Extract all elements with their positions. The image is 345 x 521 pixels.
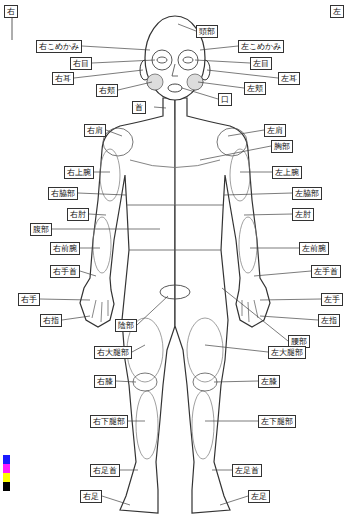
label-text: 右肩 (87, 126, 103, 135)
label-text: 左耳 (281, 74, 297, 83)
label-text: 右足首 (93, 466, 117, 475)
label-text: 左大腿部 (271, 348, 303, 357)
label-text: 左頬 (247, 84, 263, 93)
part-label: 左耳 (278, 72, 300, 85)
label-text: 左こめかみ (241, 42, 281, 51)
part-label: 左 (330, 5, 344, 18)
part-label: 右手首 (50, 265, 80, 278)
label-text: 右耳 (55, 74, 71, 83)
label-text: 腰部 (291, 337, 307, 346)
leader-lines (40, 24, 321, 505)
label-text: 右手 (21, 295, 37, 304)
label-text: 右脇部 (51, 189, 75, 198)
part-label: 右膝 (94, 375, 116, 388)
label-text: 左足 (251, 492, 267, 501)
part-label: 左指 (318, 314, 340, 327)
part-label: 左肘 (292, 208, 314, 221)
part-label: 右脇部 (48, 187, 78, 200)
part-label: 右肩 (84, 124, 106, 137)
part-label: 左目 (250, 57, 272, 70)
part-label: 右 (4, 5, 18, 18)
label-text: 陰部 (118, 321, 134, 330)
part-label: 右頬 (96, 84, 118, 97)
part-label: 右指 (40, 314, 62, 327)
label-text: 胸部 (274, 142, 290, 151)
part-label: 左手 (321, 293, 343, 306)
color-bar (3, 455, 10, 491)
label-text: 左目 (253, 59, 269, 68)
part-label: 左上腕 (272, 166, 302, 179)
part-label: 右足 (80, 490, 102, 503)
part-label: 右耳 (52, 72, 74, 85)
label-text: 頭部 (199, 27, 215, 36)
label-text: 右肘 (70, 210, 86, 219)
part-label: 右上腕 (64, 166, 94, 179)
part-label: 右大腿部 (94, 346, 132, 359)
part-label: 左頬 (244, 82, 266, 95)
part-label: 口 (218, 93, 232, 106)
label-text: 右上腕 (67, 168, 91, 177)
label-text: 右指 (43, 316, 59, 325)
label-text: 左手 (324, 295, 340, 304)
label-text: 左肘 (295, 210, 311, 219)
label-text: 右こめかみ (39, 42, 79, 51)
part-label: 左手首 (311, 265, 341, 278)
label-text: 右足 (83, 492, 99, 501)
label-text: 右前腕 (53, 244, 77, 253)
part-label: 右下腿部 (90, 415, 128, 428)
label-text: 左手首 (314, 267, 338, 276)
label-text: 右手首 (53, 267, 77, 276)
part-label: 頭部 (196, 25, 218, 38)
label-text: 左指 (321, 316, 337, 325)
part-label: 左下腿部 (258, 415, 296, 428)
part-label: 左こめかみ (238, 40, 284, 53)
label-text: 右頬 (99, 86, 115, 95)
label-text: 左肩 (267, 126, 283, 135)
part-label: 左大腿部 (268, 346, 306, 359)
part-label: 腹部 (30, 223, 52, 236)
part-label: 首 (132, 101, 146, 114)
label-text: 首 (135, 103, 143, 112)
part-label: 右手 (18, 293, 40, 306)
label-text: 腹部 (33, 225, 49, 234)
label-text: 右下腿部 (93, 417, 125, 426)
label-text: 右 (7, 7, 15, 16)
label-text: 左足首 (235, 466, 259, 475)
label-text: 左前腕 (302, 244, 326, 253)
part-label: 胸部 (271, 140, 293, 153)
part-label: 左足 (248, 490, 270, 503)
label-text: 右目 (73, 59, 89, 68)
part-label: 左肩 (264, 124, 286, 137)
part-label: 右こめかみ (36, 40, 82, 53)
part-label: 右足首 (90, 464, 120, 477)
label-text: 右膝 (97, 377, 113, 386)
label-text: 左下腿部 (261, 417, 293, 426)
label-text: 左上腕 (275, 168, 299, 177)
label-text: 左 (333, 7, 341, 16)
label-text: 口 (221, 95, 229, 104)
part-label: 右肘 (67, 208, 89, 221)
label-text: 左脇部 (295, 189, 319, 198)
part-label: 左足首 (232, 464, 262, 477)
label-text: 右大腿部 (97, 348, 129, 357)
label-text: 左膝 (261, 377, 277, 386)
part-label: 左前腕 (299, 242, 329, 255)
part-label: 右目 (70, 57, 92, 70)
part-label: 右前腕 (50, 242, 80, 255)
part-label: 左膝 (258, 375, 280, 388)
part-label: 左脇部 (292, 187, 322, 200)
part-label: 陰部 (115, 319, 137, 332)
